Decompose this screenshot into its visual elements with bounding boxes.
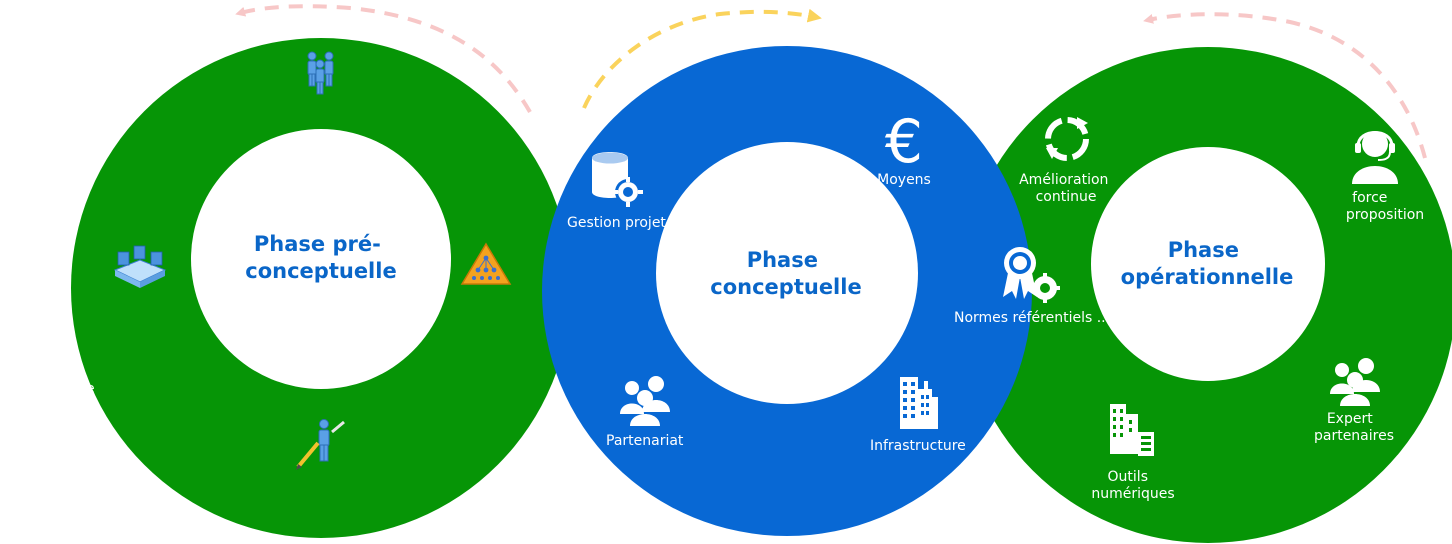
label-expert-line2: partenaires — [1314, 428, 1394, 444]
cropped-label: e — [86, 381, 95, 397]
label-amelioration-line2: continue — [1036, 189, 1097, 205]
ring-pre-conceptual — [71, 38, 571, 538]
phase-pre-conceptual-title-line2: conceptuelle — [245, 259, 396, 283]
phase-conceptual-title-line1: Phase — [747, 248, 818, 272]
ring-operational-hole — [1091, 147, 1325, 381]
label-amelioration-continue: Amélioration continue — [1019, 172, 1113, 205]
partners-people-icon — [620, 376, 670, 426]
award-gear-icon — [1003, 247, 1060, 303]
label-force-proposition: force proposition — [1346, 190, 1424, 223]
label-gestion-projet: Gestion projet — [567, 215, 666, 231]
label-expert-partenaires: Expert partenaires — [1314, 411, 1394, 444]
phase-operational-title-line1: Phase — [1168, 238, 1239, 262]
buildings-icon — [900, 377, 938, 429]
headset-agent-icon — [1352, 131, 1398, 184]
label-force-line1: force — [1352, 190, 1387, 206]
ring-conceptual-hole — [656, 142, 918, 404]
refresh-cycle-icon — [1045, 117, 1089, 161]
label-amelioration-line1: Amélioration — [1019, 172, 1108, 188]
label-outils-line1: Outils — [1108, 469, 1148, 485]
label-force-line2: proposition — [1346, 207, 1424, 223]
warning-triangle-icon — [460, 242, 512, 285]
network-blocks-icon — [113, 245, 167, 288]
phase-conceptual-title: Phase conceptuelle — [710, 248, 861, 299]
phase-operational-title-line2: opérationnelle — [1121, 265, 1294, 289]
label-expert-line1: Expert — [1327, 411, 1373, 427]
phase-conceptual-title-line2: conceptuelle — [710, 275, 861, 299]
label-partenariat: Partenariat — [606, 433, 684, 449]
expert-people-icon — [1330, 358, 1380, 406]
person-pencil-icon — [296, 419, 345, 470]
phase-operational-title: Phase opérationnelle — [1121, 238, 1294, 289]
phase-pre-conceptual-title: Phase pré- conceptuelle — [245, 232, 396, 283]
label-normes-referentiels: Normes référentiels ... — [954, 310, 1110, 326]
label-outils-line2: numériques — [1091, 486, 1174, 502]
ring-pre-conceptual-hole — [191, 129, 451, 389]
label-infrastructure: Infrastructure — [870, 438, 966, 454]
buildings-server-icon — [1110, 404, 1154, 456]
label-moyens: Moyens — [877, 172, 931, 188]
database-gear-icon — [592, 152, 643, 207]
arrow-left-cycle — [235, 4, 532, 114]
euro-icon: € — [885, 107, 923, 177]
people-group-icon — [307, 51, 334, 95]
label-outils-numeriques: Outils numériques — [1091, 469, 1174, 502]
phase-pre-conceptual-title-line1: Phase pré- — [254, 232, 381, 256]
ring-operational — [960, 47, 1452, 543]
arrow-right-cycle — [1143, 12, 1427, 159]
